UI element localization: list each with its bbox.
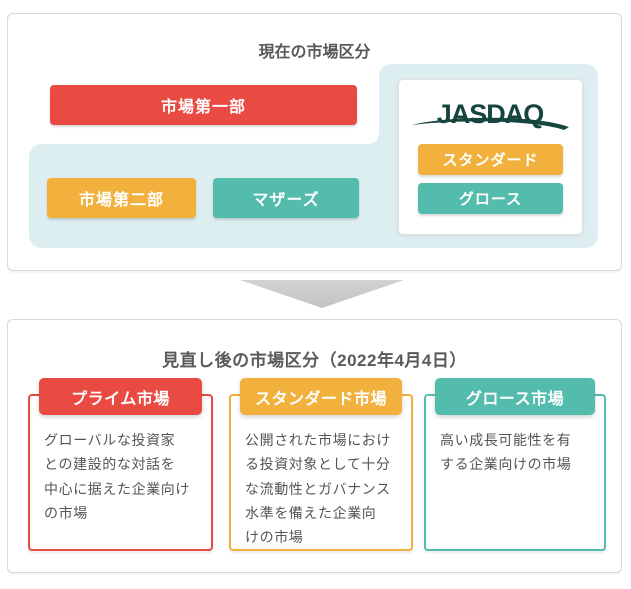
down-arrow-icon xyxy=(240,280,404,308)
prime-market-description: グローバルな投資家 との建設的な対話を 中心に据えた企業向け の市場 xyxy=(44,432,190,522)
new-market-section: 見直し後の市場区分（2022年4月4日） プライム市場 グローバルな投資家 との… xyxy=(7,319,622,573)
jasdaq-logo-text: JASDAQ xyxy=(437,99,544,129)
new-section-title: 見直し後の市場区分（2022年4月4日） xyxy=(162,351,467,370)
current-market-section: 現在の市場区分 市場第一部 市場第二部 マザーズ JASDAQ スタンダード グ… xyxy=(7,13,622,271)
growth-market-description: 高い成長可能性を有 する企業向けの市場 xyxy=(440,432,572,473)
jasdaq-logo: JASDAQ xyxy=(412,99,569,130)
mothers-chip: マザーズ xyxy=(213,178,359,218)
growth-market-badge: グロース市場 xyxy=(435,378,595,415)
jasdaq-standard-chip: スタンダード xyxy=(418,144,563,175)
jasdaq-card: JASDAQ スタンダード グロース xyxy=(398,79,583,235)
first-section-chip: 市場第一部 xyxy=(50,85,357,125)
standard-market-box: スタンダード市場 公開された市場におけ る投資対象として十分 な流動性とガバナン… xyxy=(229,378,413,551)
second-section-chip: 市場第二部 xyxy=(47,178,196,218)
jasdaq-growth-chip: グロース xyxy=(418,183,563,214)
prime-market-badge: プライム市場 xyxy=(39,378,202,415)
jasdaq-swoosh xyxy=(412,117,569,130)
standard-market-description: 公開された市場におけ る投資対象として十分 な流動性とガバナンス 水準を備えた企… xyxy=(245,432,391,546)
current-section-title: 現在の市場区分 xyxy=(258,44,371,61)
prime-market-box: プライム市場 グローバルな投資家 との建設的な対話を 中心に据えた企業向け の市… xyxy=(28,378,213,551)
standard-market-badge: スタンダード市場 xyxy=(240,378,402,415)
growth-market-box: グロース市場 高い成長可能性を有 する企業向けの市場 xyxy=(424,378,606,551)
